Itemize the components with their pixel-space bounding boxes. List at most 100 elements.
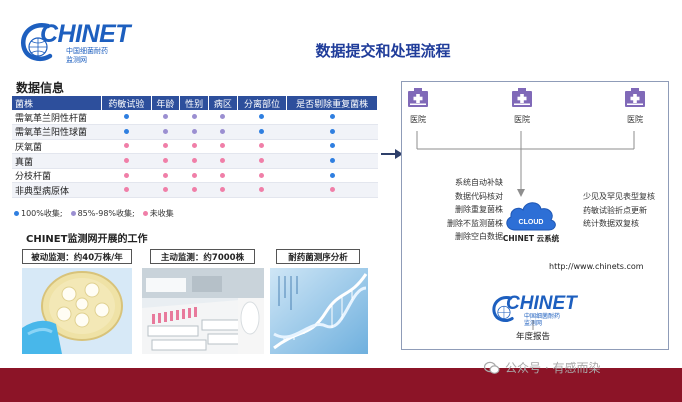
status-dot-icon xyxy=(123,158,129,164)
row-label: 非典型病原体 xyxy=(12,182,102,199)
data-table: 菌株 药敏试验 年龄 性别 病区 分离部位 是否剔除重复菌株 需氧革兰阴性杆菌需… xyxy=(12,96,378,199)
status-dot-icon xyxy=(123,187,129,193)
status-dot-icon xyxy=(329,128,335,134)
work-title: CHINET监测网开展的工作 xyxy=(26,234,148,245)
chinet-logo: CHINET 中国细菌耐药 监测网 xyxy=(18,18,131,74)
table-cell xyxy=(151,110,180,126)
status-dot-icon xyxy=(220,128,226,134)
status-dot-icon xyxy=(220,187,226,193)
table-cell xyxy=(286,182,378,199)
status-dot-icon xyxy=(220,114,226,120)
logo-sub-line2: 监测网 xyxy=(66,56,87,64)
footer-bar xyxy=(0,368,682,402)
status-dot-icon xyxy=(162,143,168,149)
status-dot-icon xyxy=(162,158,168,164)
row-label: 分枝杆菌 xyxy=(12,168,102,184)
status-dot-icon xyxy=(191,187,197,193)
table-cell xyxy=(237,153,287,169)
legend-partial-label: 85%-98%收集; xyxy=(77,209,135,218)
logo-sub-line1: 中国细菌耐药 xyxy=(66,47,108,55)
blue-dot-icon xyxy=(14,211,19,216)
purple-dot-icon xyxy=(70,211,76,216)
hospital-icon xyxy=(625,88,645,107)
right-process-list: 少见及罕见表型复核 药敏试验折点更新 统计数据双复核 xyxy=(583,190,663,231)
flow-connectors xyxy=(416,131,635,197)
status-dot-icon xyxy=(220,172,226,178)
hospital-node-2: 医院 xyxy=(502,88,542,125)
table-cell xyxy=(101,182,152,199)
status-dot-icon xyxy=(123,114,129,120)
table-cell xyxy=(179,139,209,155)
row-label: 需氧革兰阳性球菌 xyxy=(12,124,102,140)
status-dot-icon xyxy=(329,114,335,120)
row-label: 厌氧菌 xyxy=(12,139,102,155)
status-dot-icon xyxy=(191,172,197,178)
table-cell xyxy=(286,124,378,140)
table-cell xyxy=(208,110,238,126)
table-cell xyxy=(286,110,378,126)
table-cell xyxy=(208,124,238,140)
list-item: 删除重复菌株 xyxy=(455,205,503,214)
status-dot-icon xyxy=(259,128,265,134)
status-dot-icon xyxy=(191,114,197,120)
status-dot-icon xyxy=(191,128,197,134)
table-header-row: 菌株 药敏试验 年龄 性别 病区 分离部位 是否剔除重复菌株 xyxy=(12,96,378,110)
lab-rack-photo xyxy=(142,268,264,354)
table-row: 厌氧菌 xyxy=(12,139,378,155)
legend-none: 未收集 xyxy=(142,208,174,219)
hospital-label: 医院 xyxy=(514,115,530,124)
logo-sub-line2: 监测网 xyxy=(524,320,560,327)
hospital-icon xyxy=(408,88,428,107)
list-item: 药敏试验折点更新 xyxy=(583,205,647,215)
row-label: 需氧革兰阴性杆菌 xyxy=(12,110,102,126)
flow-connector xyxy=(532,320,534,330)
table-cell xyxy=(237,182,287,199)
cloud-label: CLOUD xyxy=(519,219,544,226)
website-link[interactable]: http://www.chinets.com xyxy=(549,262,644,271)
logo-sub-line1: 中国细菌耐药 xyxy=(524,313,561,320)
dna-photo xyxy=(270,268,368,354)
table-cell xyxy=(151,124,180,140)
col-header: 分离部位 xyxy=(237,96,288,110)
hospital-node-1: 医院 xyxy=(398,88,438,125)
table-cell xyxy=(179,153,209,169)
status-dot-icon xyxy=(259,158,265,164)
legend-partial: 85%-98%收集; xyxy=(70,208,135,219)
table-cell xyxy=(237,124,287,140)
watermark-text: 公众号 · 有感而染 xyxy=(505,361,601,375)
hospital-icon xyxy=(512,88,532,107)
legend-full: 100%收集; xyxy=(14,208,63,219)
table-cell xyxy=(179,110,209,126)
table-row: 真菌 xyxy=(12,153,378,169)
status-dot-icon xyxy=(191,158,197,164)
table-row: 需氧革兰阳性球菌 xyxy=(12,124,378,140)
table-cell xyxy=(286,168,378,184)
table-row: 需氧革兰阴性杆菌 xyxy=(12,110,378,126)
status-dot-icon xyxy=(329,172,335,178)
arrow-right-icon xyxy=(381,149,403,159)
petri-dish-photo xyxy=(22,268,132,354)
status-dot-icon xyxy=(220,158,226,164)
col-header: 性别 xyxy=(179,96,210,110)
table-cell xyxy=(101,153,152,169)
table-cell xyxy=(151,139,180,155)
globe-icon xyxy=(492,296,514,322)
status-dot-icon xyxy=(123,128,129,134)
annual-report-label: 年度报告 xyxy=(515,332,550,342)
status-dot-icon xyxy=(259,114,265,120)
table-cell xyxy=(101,139,152,155)
table-cell xyxy=(179,182,209,199)
list-item: 少见及罕见表型复核 xyxy=(583,192,655,201)
list-item: 删除不监测菌株 xyxy=(447,218,503,228)
table-cell xyxy=(208,139,238,155)
table-cell xyxy=(101,124,152,140)
list-item: 统计数据双复核 xyxy=(583,219,639,228)
col-header: 年龄 xyxy=(151,96,181,110)
status-dot-icon xyxy=(259,172,265,178)
table-cell xyxy=(208,153,238,169)
hospital-label: 医院 xyxy=(410,115,426,124)
logo-wordmark: CHINET xyxy=(40,20,131,48)
pink-dot-icon xyxy=(142,211,148,216)
list-item: 数据代码核对 xyxy=(455,191,503,201)
